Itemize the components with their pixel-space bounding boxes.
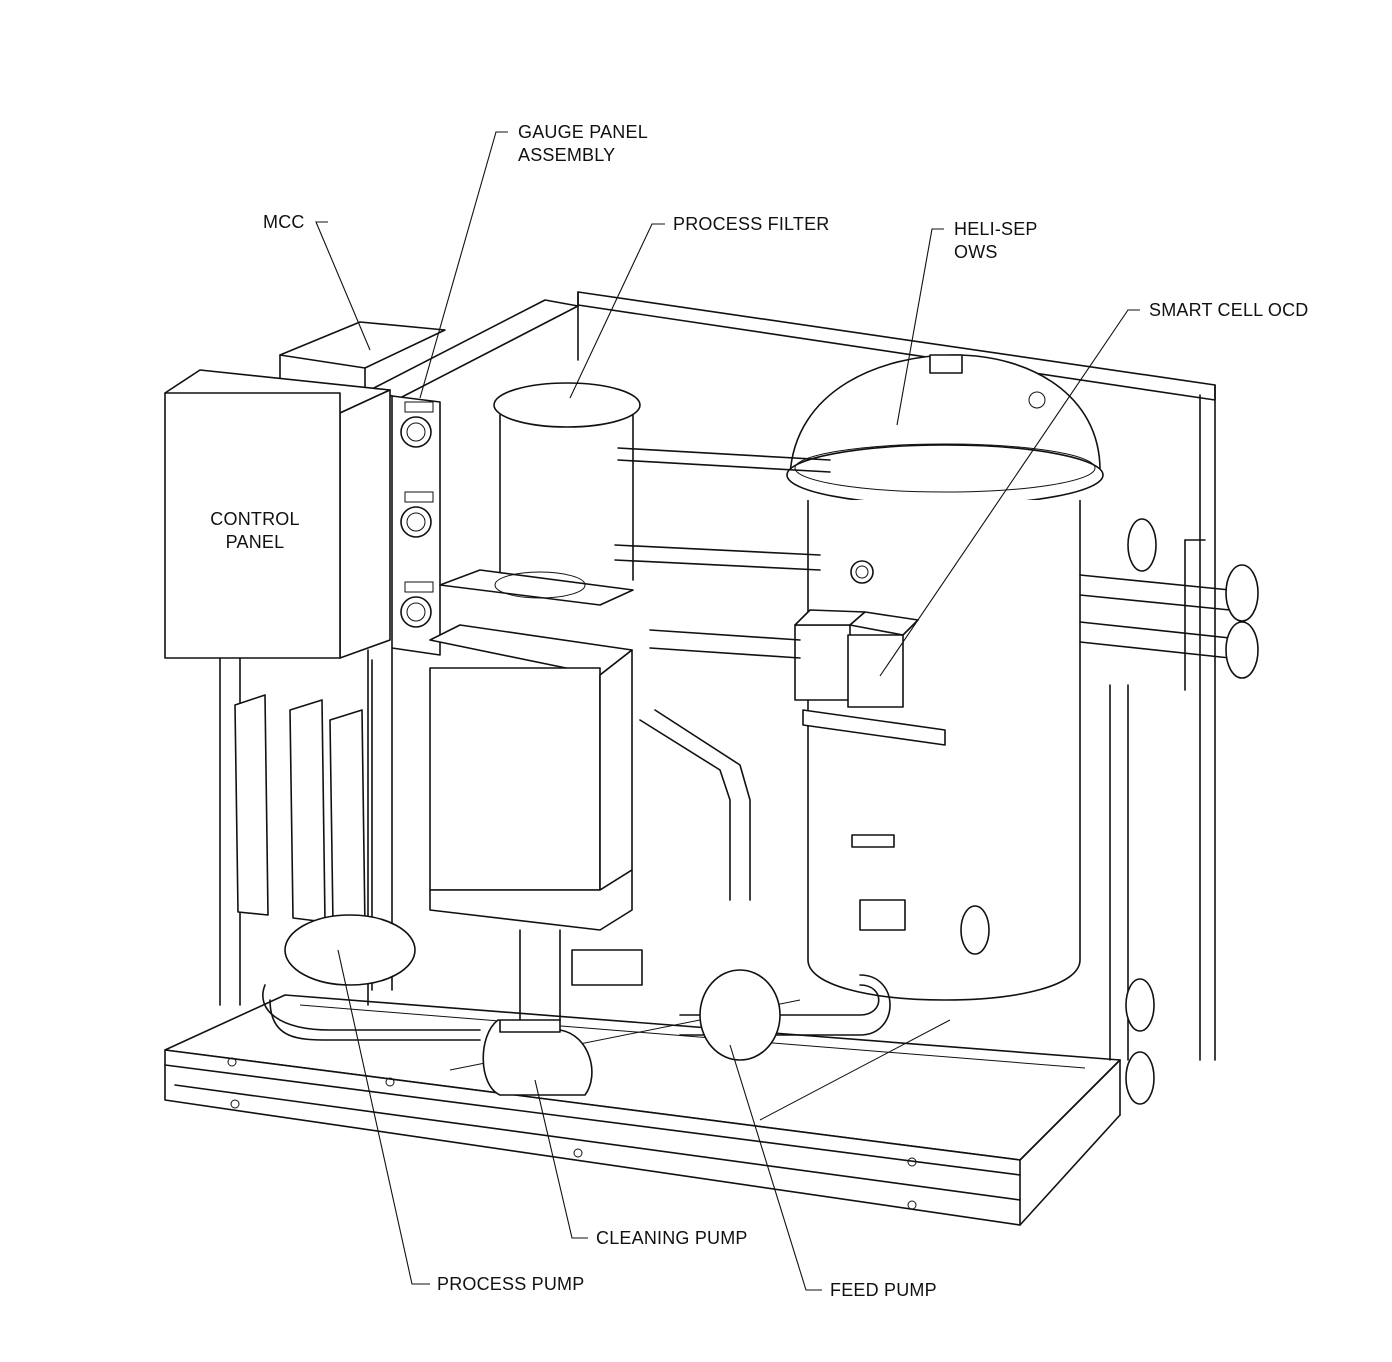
base-skid [164, 994, 1121, 1226]
feed-pump-label: FEED PUMP [830, 1280, 937, 1300]
process-pump-label: PROCESS PUMP [437, 1274, 585, 1294]
control-panel-box [164, 369, 391, 1006]
smart-cell-ocd-label: SMART CELL OCD [1149, 300, 1309, 320]
pumps [284, 834, 906, 1096]
control-panel-label: CONTROL PANEL [210, 509, 300, 552]
piping [262, 447, 1259, 1105]
process-filter [429, 382, 641, 1021]
cleaning-pump-label: CLEANING PUMP [596, 1228, 748, 1248]
mcc-label: MCC [263, 212, 305, 232]
gauge-panel [371, 395, 441, 991]
smart-cell-ocd [794, 609, 946, 746]
rear-frame [279, 291, 1216, 1061]
process-filter-label: PROCESS FILTER [673, 214, 830, 234]
heli-sep-ows-label: HELI-SEP OWS [954, 219, 1038, 262]
leader-lines [315, 131, 1140, 1291]
gauge-panel-assembly-label: GAUGE PANEL ASSEMBLY [518, 122, 648, 165]
cooling-fins [234, 694, 366, 929]
